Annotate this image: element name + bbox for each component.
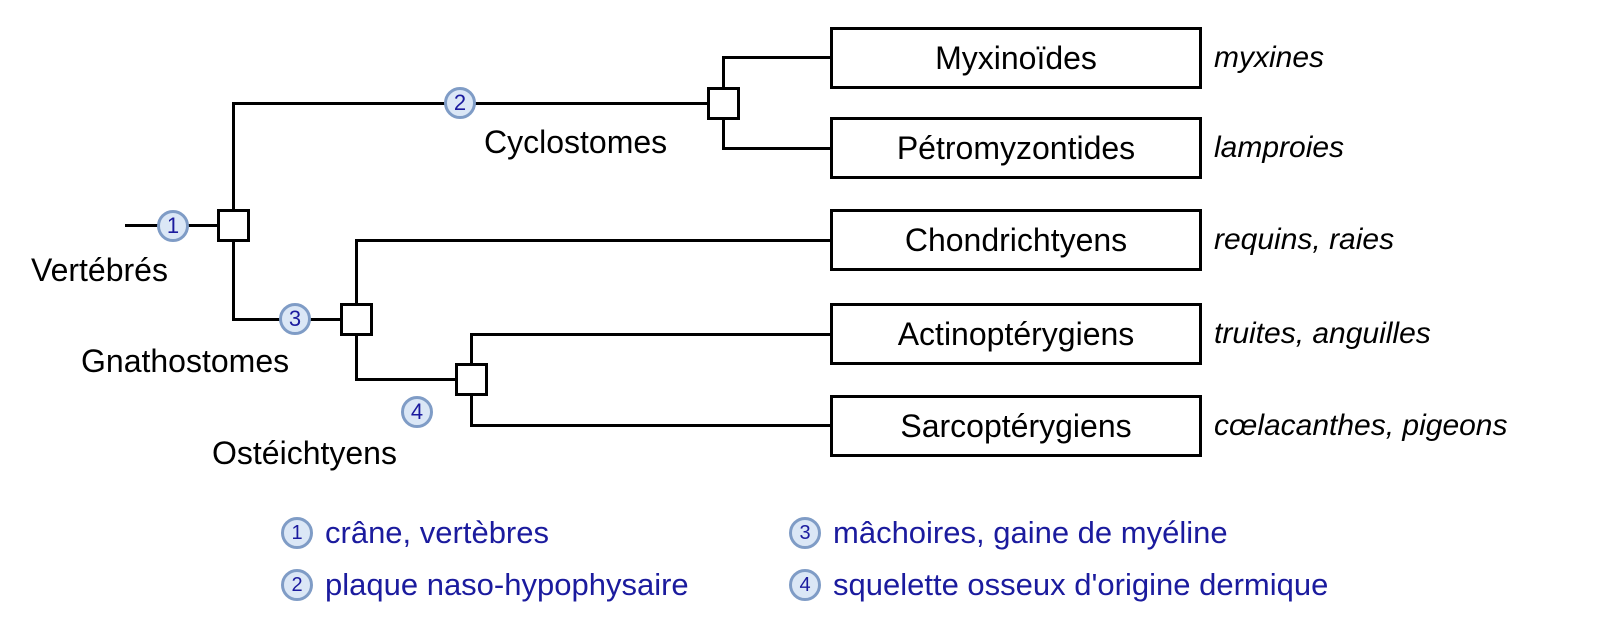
node-square-vertebres	[217, 209, 250, 242]
character-node-1: 1	[157, 210, 189, 242]
node-square-osteichtyens	[455, 363, 488, 396]
branch-to-chondrichtyens	[355, 239, 832, 242]
legend-number-2: 2	[291, 573, 303, 596]
taxon-name: Pétromyzontides	[896, 129, 1136, 166]
branch-sq4-up	[470, 333, 473, 365]
branch-to-myxinoides	[722, 56, 832, 59]
taxon-name: Sarcoptérygiens	[900, 407, 1132, 444]
legend-circle-3: 3	[789, 517, 821, 549]
character-node-4-number: 4	[410, 399, 424, 424]
node-square-cyclostomes	[707, 87, 740, 120]
branch-sq2-down	[722, 118, 725, 150]
legend-circle-4: 4	[789, 569, 821, 601]
character-node-3: 3	[279, 303, 311, 335]
branch-osteichtyens	[355, 378, 457, 381]
branch-sq3-down	[355, 333, 358, 381]
taxon-examples-myxines: myxines	[1214, 41, 1325, 74]
taxon-box-myxinoides: Myxinoïdes	[830, 27, 1202, 89]
legend-text-3: mâchoires, gaine de myéline	[833, 515, 1228, 550]
taxon-box-actinopterygiens: Actinoptérygiens	[830, 303, 1202, 365]
taxon-examples-requins-raies: requins, raies	[1214, 223, 1395, 256]
taxon-examples-truites-anguilles: truites, anguilles	[1214, 317, 1431, 350]
branch-sq1-up	[232, 102, 235, 212]
branch-sq2-up	[722, 56, 725, 89]
taxon-examples-lamproies: lamproies	[1214, 131, 1345, 164]
branch-sq3-up	[355, 239, 358, 305]
legend-number-4: 4	[799, 573, 811, 596]
node-square-gnathostomes	[340, 303, 373, 336]
taxon-box-petromyzontides: Pétromyzontides	[830, 117, 1202, 179]
branch-to-actinopterygiens	[470, 333, 832, 336]
legend-number-3: 3	[799, 521, 811, 544]
character-node-1-number: 1	[166, 213, 180, 238]
character-node-2: 2	[444, 87, 476, 119]
legend-text-2: plaque naso-hypophysaire	[325, 567, 689, 602]
taxon-box-sarcopterygiens: Sarcoptérygiens	[830, 395, 1202, 457]
character-node-2-number: 2	[453, 90, 467, 115]
branch-sq4-down	[470, 393, 473, 427]
taxon-box-chondrichtyens: Chondrichtyens	[830, 209, 1202, 271]
clade-label-vertebres: Vertébrés	[31, 252, 168, 288]
legend-text-1: crâne, vertèbres	[325, 515, 549, 550]
character-node-4: 4	[401, 396, 433, 428]
taxon-name: Actinoptérygiens	[897, 315, 1135, 352]
clade-label-osteichtyens: Ostéichtyens	[212, 435, 397, 471]
legend-circle-2: 2	[281, 569, 313, 601]
taxon-name: Chondrichtyens	[904, 221, 1128, 258]
clade-label-gnathostomes: Gnathostomes	[81, 343, 290, 379]
taxon-name: Myxinoïdes	[935, 39, 1097, 76]
branch-sq1-down	[232, 241, 235, 320]
legend-circle-1: 1	[281, 517, 313, 549]
legend-text-4: squelette osseux d'origine dermique	[833, 567, 1329, 602]
legend-number-1: 1	[291, 521, 303, 544]
character-node-3-number: 3	[288, 306, 302, 331]
branch-to-sarcopterygiens	[470, 424, 832, 427]
clade-label-cyclostomes: Cyclostomes	[484, 124, 668, 160]
taxon-examples-coelacanthes-pigeons: cœlacanthes, pigeons	[1214, 409, 1508, 442]
branch-to-petromyzontides	[722, 147, 832, 150]
